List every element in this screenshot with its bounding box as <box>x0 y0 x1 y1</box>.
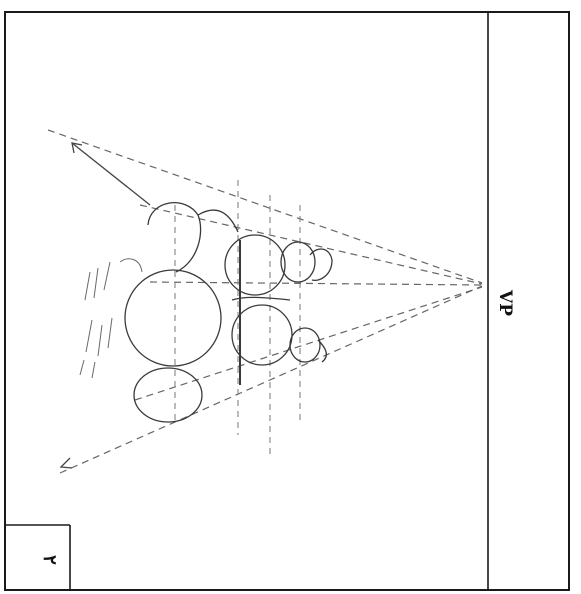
hatch-cluster-upper <box>84 261 111 301</box>
hatching-marks <box>79 258 143 379</box>
perspective-line-bottom <box>59 285 483 474</box>
perspective-line-upper <box>139 204 483 285</box>
vertical-guides <box>174 180 301 455</box>
vanishing-point-label: VP <box>495 289 515 316</box>
upper-nib-shape <box>309 248 333 281</box>
lower-ellipse <box>133 367 203 423</box>
upper-loop <box>147 202 202 273</box>
perspective-line-middle <box>149 281 483 286</box>
perspective-line-top <box>47 129 483 284</box>
perspective-lines <box>47 129 483 474</box>
hatch-cluster-lower <box>79 359 96 379</box>
hatch-cluster-middle <box>85 317 113 357</box>
sketched-forms <box>124 202 333 423</box>
lower-tiny-ellipse <box>289 327 321 363</box>
corner-mark: ٢ <box>39 555 60 565</box>
outer-frame <box>4 11 570 591</box>
lower-small-circle <box>231 304 293 366</box>
lower-nib-shape <box>317 339 328 363</box>
hatch-curl-upper <box>119 258 143 273</box>
perspective-line-lower <box>134 286 483 401</box>
sight-arrow-upper <box>71 142 151 206</box>
cross-band <box>231 296 291 301</box>
upper-tiny-ellipse <box>280 241 316 283</box>
connector-curve <box>197 209 239 233</box>
upper-small-circle <box>224 234 286 296</box>
arrow-head-lower <box>59 457 73 469</box>
sight-arrows <box>59 142 151 469</box>
arrow-head-upper <box>71 142 83 154</box>
large-circle <box>124 269 222 367</box>
